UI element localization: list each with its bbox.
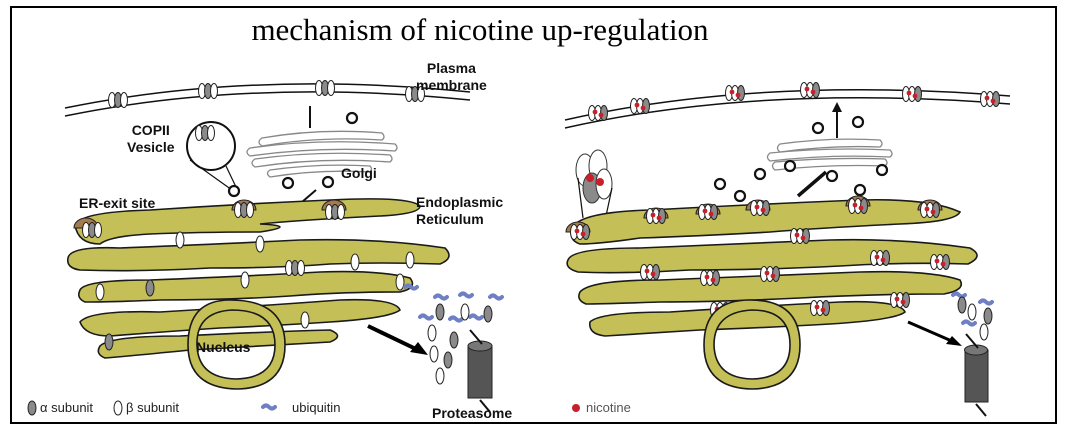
legend-beta-icon: [113, 400, 123, 416]
legend-beta-label: β subunit: [126, 400, 180, 415]
legend-icons: [27, 400, 580, 416]
label-plasma-line2: membrane: [416, 77, 487, 93]
golgi-left: [246, 130, 398, 178]
degradation-left: [367, 283, 504, 413]
label-proteasome: Proteasome: [432, 405, 513, 421]
er-left: [66, 198, 450, 359]
proteasome-left: [467, 329, 493, 413]
nucleus-left: [187, 299, 286, 390]
right-panel: [564, 82, 1011, 417]
legend-alpha-icon: [27, 400, 37, 416]
label-copii-line1: COPII: [131, 122, 170, 138]
label-copii-line2: Vesicle: [127, 139, 175, 155]
label-plasma-membrane: Plasma membrane: [416, 60, 487, 94]
label-er-exit-site: ER-exit site: [79, 195, 156, 211]
nucleus-right: [703, 299, 801, 390]
legend-ubiquitin-label: ubiquitin: [292, 400, 341, 415]
legend-alpha-label: α subunit: [40, 400, 94, 415]
label-plasma-line1: Plasma: [426, 60, 476, 76]
plasma-membrane-right: [564, 89, 1011, 121]
degradation-right: [907, 291, 994, 417]
label-nucleus: Nucleus: [196, 339, 251, 355]
legend-nicotine-label: nicotine: [586, 400, 631, 415]
label-er-line2: Reticulum: [416, 211, 484, 227]
label-golgi: Golgi: [341, 165, 377, 181]
label-copii-vesicle: COPII Vesicle: [127, 122, 175, 156]
nicotine-receptor-zoom: [575, 149, 613, 219]
label-endoplasmic-reticulum: Endoplasmic Reticulum: [416, 194, 503, 228]
figure-title: mechanism of nicotine up-regulation: [251, 12, 709, 47]
legend-ubiquitin-icon: [261, 403, 277, 411]
proteasome-right: [964, 333, 989, 417]
left-panel: [64, 80, 504, 413]
label-er-line1: Endoplasmic: [416, 194, 504, 210]
legend-nicotine-icon: [572, 404, 580, 412]
